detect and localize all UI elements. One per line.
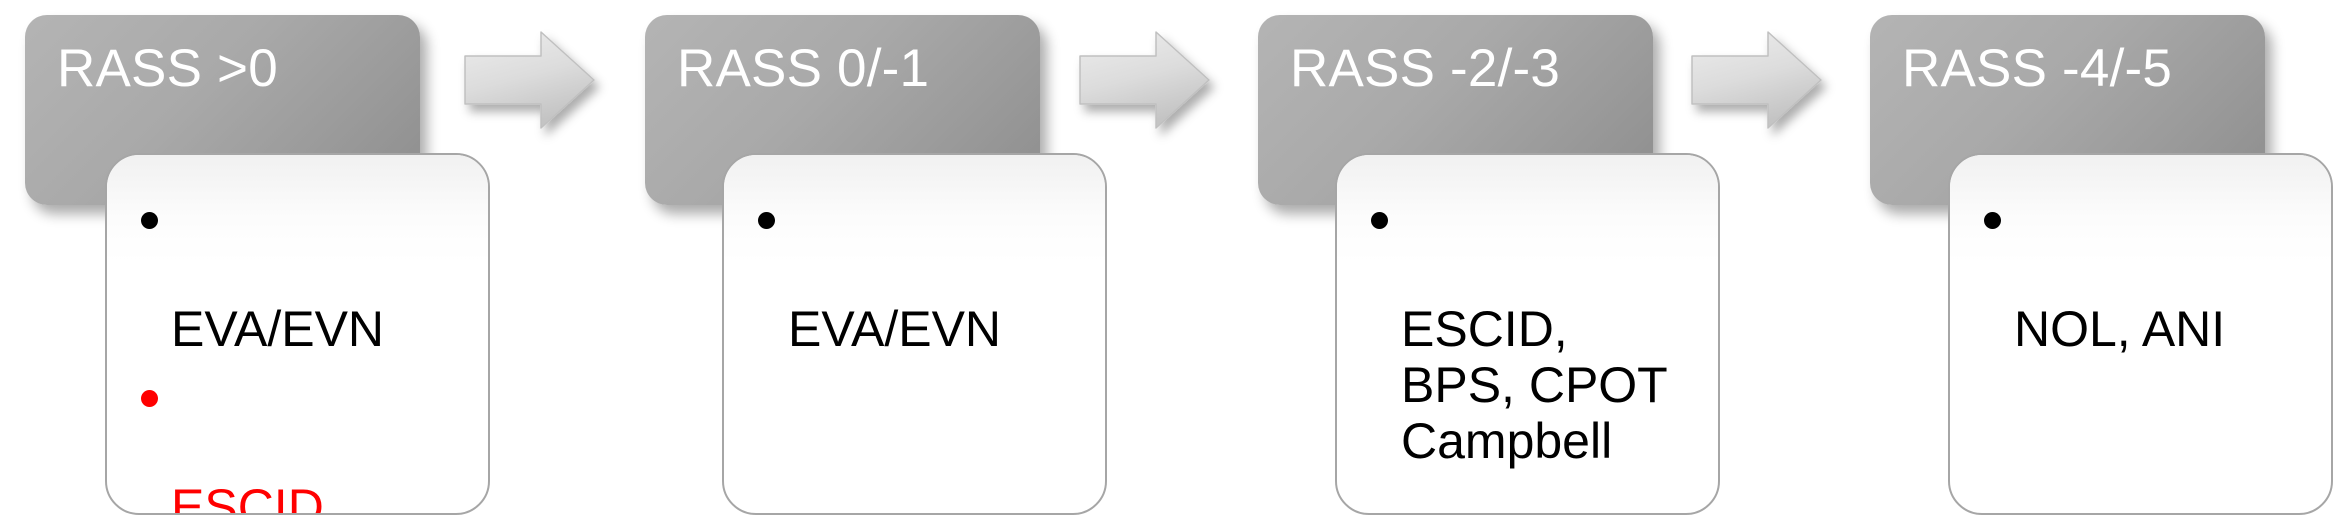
step-card-rass-m2-m3[interactable]: ESCID, BPS, CPOT Campbell — [1335, 153, 1720, 515]
step-card-rass-gt0[interactable]: EVA/EVN ESCID, BPS, CPOT, Campbell — [105, 153, 490, 515]
list-item: ESCID, BPS, CPOT, Campbell — [141, 367, 472, 515]
list-item: ESCID, BPS, CPOT Campbell — [1371, 189, 1702, 469]
list-item: EVA/EVN — [758, 189, 1089, 357]
list-item: NOL, ANI — [1984, 189, 2315, 357]
bullet-list: NOL, ANI — [1950, 155, 2331, 357]
bullet-list: EVA/EVN — [724, 155, 1105, 357]
step-header-label: RASS -4/-5 — [1902, 39, 2173, 98]
step-header-label: RASS -2/-3 — [1290, 39, 1561, 98]
step-header-rass-m4-m5[interactable]: RASS -4/-5 — [1870, 15, 2265, 205]
step-card-rass-m4-m5[interactable]: NOL, ANI — [1948, 153, 2333, 515]
bullet-list: EVA/EVN ESCID, BPS, CPOT, Campbell — [107, 155, 488, 515]
bullet-dot-icon — [1984, 212, 2001, 229]
list-item-text: ESCID, BPS, CPOT, Campbell — [171, 479, 338, 515]
connector-right-arrow-icon — [463, 28, 596, 132]
connector-right-arrow-icon — [1690, 28, 1823, 132]
list-item-text: NOL, ANI — [2014, 301, 2226, 357]
bullet-dot-icon — [1371, 212, 1388, 229]
step-card-rass-0-m1[interactable]: EVA/EVN — [722, 153, 1107, 515]
bullet-dot-icon — [141, 212, 158, 229]
list-item: EVA/EVN — [141, 189, 472, 357]
step-header-label: RASS 0/-1 — [677, 39, 930, 98]
connector-right-arrow-icon — [1078, 28, 1211, 132]
list-item-text: EVA/EVN — [171, 301, 385, 357]
bullet-list: ESCID, BPS, CPOT Campbell — [1337, 155, 1718, 469]
list-item-text: EVA/EVN — [788, 301, 1002, 357]
step-header-label: RASS >0 — [57, 39, 278, 98]
list-item-text: ESCID, BPS, CPOT Campbell — [1401, 301, 1668, 469]
bullet-dot-icon — [758, 212, 775, 229]
bullet-dot-icon — [141, 390, 158, 407]
